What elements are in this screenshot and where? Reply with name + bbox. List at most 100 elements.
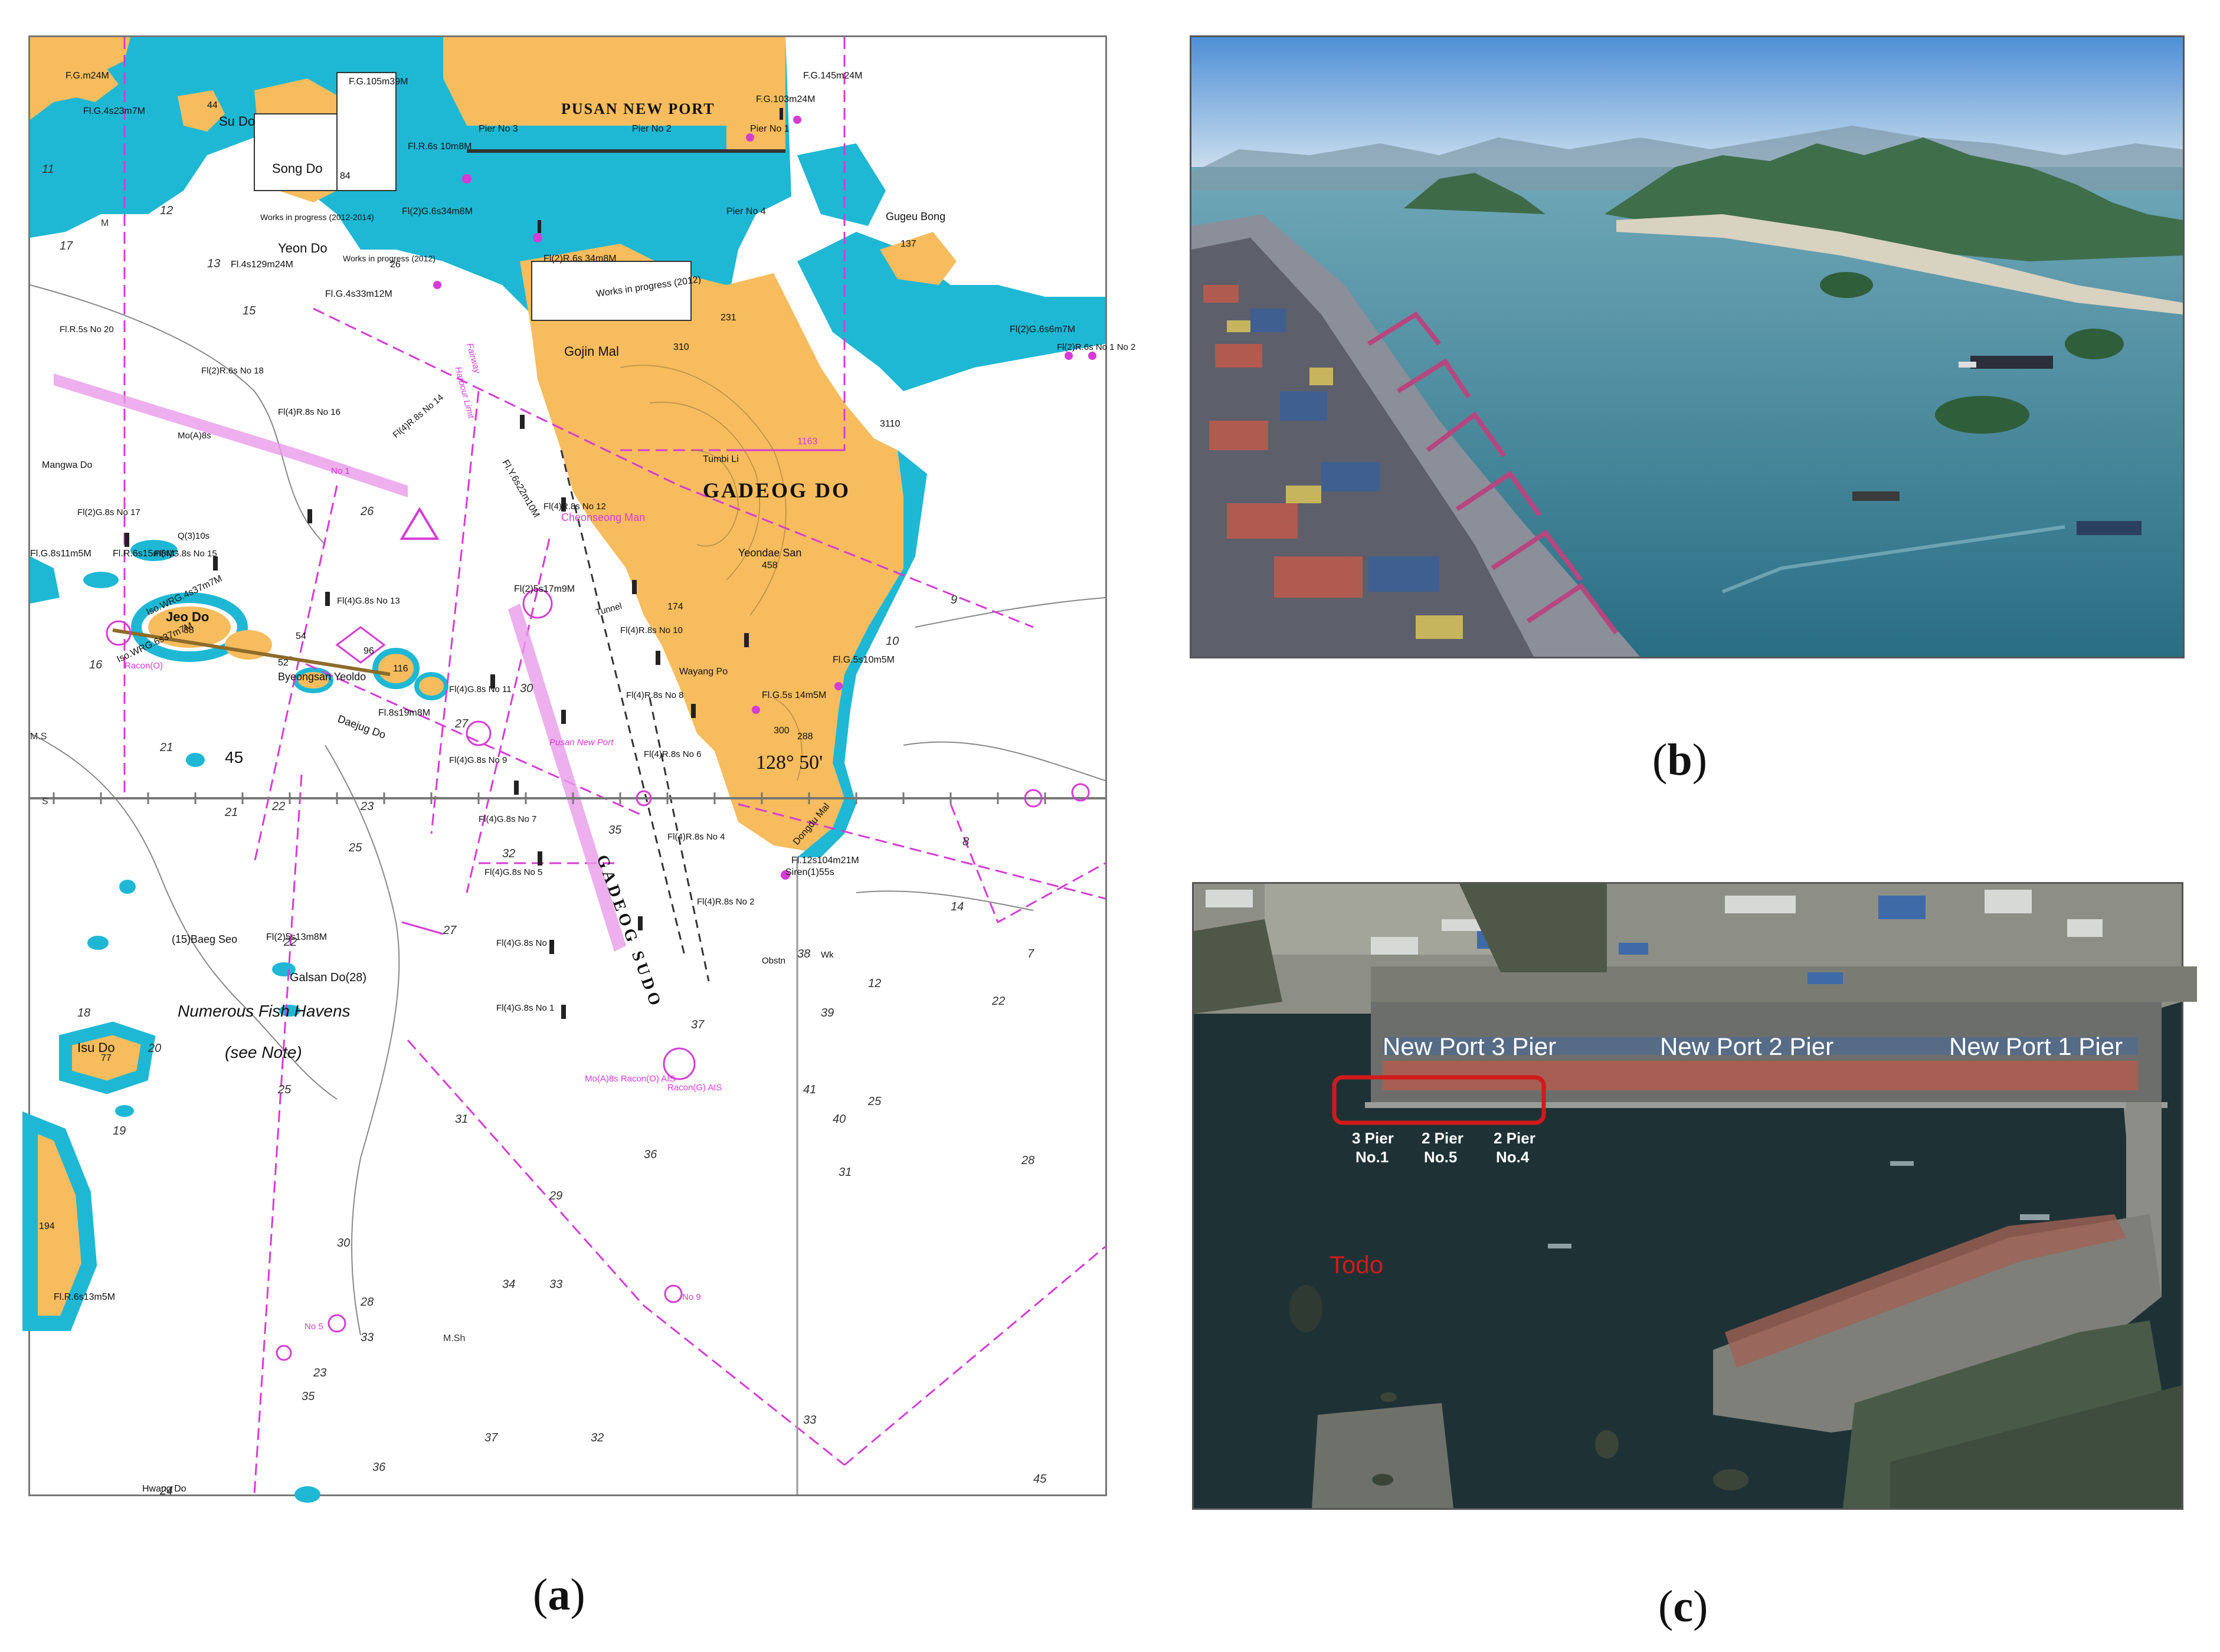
sounding: 32 — [502, 847, 515, 860]
pier-label-1: New Port 1 Pier — [1949, 1032, 2123, 1060]
place-byeongsan: Byeongsan Yeoldo — [278, 671, 366, 683]
works-note-1: Works in progress (2012-2014) — [260, 212, 374, 222]
sounding: 37 — [484, 1431, 498, 1444]
pier-label-3: New Port 3 Pier — [1383, 1032, 1556, 1060]
caption-c-letter: c — [1673, 1582, 1694, 1631]
height-label: 310 — [673, 342, 689, 352]
caption-a-letter: a — [548, 1570, 571, 1620]
buoy-label: Fl(4)R.8s No 6 — [644, 749, 702, 759]
buoy-label: Fl(4)R.8s No 8 — [626, 690, 684, 700]
buoy-label: Racon(O) — [125, 661, 163, 671]
buoy-label: No 1 — [331, 466, 350, 476]
works-note-2: Works in progress (2012) — [343, 254, 436, 263]
buoy-label: Fl(4)G.8s No 9 — [449, 755, 507, 765]
height-label: 231 — [721, 313, 736, 323]
height-label: 88 — [184, 625, 194, 635]
sounding: 11 — [42, 163, 54, 176]
height-label: 288 — [797, 732, 813, 742]
buoy-label: Fl(2)R.6s No 18 — [201, 366, 264, 376]
sounding: 23 — [360, 800, 374, 813]
sounding: 22 — [271, 800, 285, 813]
height-label: 1163 — [797, 437, 818, 447]
buoy-label: Fl(2)G.8s No 17 — [77, 507, 140, 517]
sounding: 24 — [159, 1484, 173, 1497]
berth-label-line2: No.1 — [1355, 1148, 1389, 1166]
light-label: Fl(2)R.6s 34m8M — [543, 254, 617, 264]
sounding: 30 — [337, 1237, 350, 1250]
buoy-label: Fl(4)G.8s No 7 — [479, 814, 536, 824]
sounding: 18 — [77, 1007, 90, 1020]
sounding: 31 — [455, 1113, 468, 1126]
sounding: 39 — [821, 1007, 834, 1020]
berth-label-line1: 2 Pier — [1422, 1129, 1463, 1147]
caption-b-letter: b — [1667, 735, 1692, 785]
sounding: 33 — [549, 1278, 562, 1291]
buoy-label: Fl.R.5s No 20 — [60, 324, 114, 335]
buoy-label: Fl(4)G.8s No 1 — [496, 1003, 554, 1013]
caption-a: (a) — [533, 1570, 585, 1620]
sounding: 28 — [360, 1296, 374, 1309]
nautical-chart-panel: PUSAN NEW PORT GADEOG DO 128° 50' 45 Num… — [22, 35, 1135, 1503]
sounding: 35 — [302, 1390, 315, 1403]
sounding: 7 — [1027, 948, 1034, 961]
buoy-label: Mo(A)8s Racon(O) AIS — [585, 1074, 675, 1084]
buoy-label: Fl(4)G.8s No 13 — [337, 596, 400, 606]
place-cheonseong: Cheonseong Man — [561, 512, 645, 523]
sounding: 12 — [160, 204, 173, 217]
sounding: 14 — [951, 900, 964, 913]
sounding: 27 — [443, 924, 457, 937]
buoy-label: No 5 — [304, 1322, 323, 1332]
sounding: 33 — [803, 1414, 816, 1427]
fish-havens-label: Numerous Fish Havens — [178, 1002, 351, 1020]
caption-c: (c) — [1658, 1582, 1708, 1631]
seabed-label: S — [42, 796, 48, 807]
height-label: 52 — [278, 658, 289, 668]
sounding: 25 — [348, 841, 362, 854]
seabed-label: M.Sh — [443, 1333, 465, 1343]
height-label: 84 — [340, 171, 351, 181]
sounding: 26 — [360, 505, 374, 518]
height-label: 116 — [393, 664, 408, 674]
buoy-label: Fl(4)R.8s No 10 — [620, 625, 683, 635]
sounding: 10 — [886, 635, 899, 648]
berth-label-line1: 2 Pier — [1494, 1129, 1535, 1147]
height-label: 54 — [296, 631, 306, 641]
buoy-label: Fl(4)G.8s No 15 — [154, 549, 217, 559]
place-isu-do: Isu Do — [77, 1040, 115, 1055]
nautical-chart-svg: PUSAN NEW PORT GADEOG DO 128° 50' 45 Num… — [22, 37, 1135, 1503]
sounding: 41 — [803, 1083, 816, 1096]
sounding: 21 — [159, 741, 173, 754]
place-yeondae-san: Yeondae San — [738, 547, 801, 559]
height-label: 137 — [901, 239, 916, 249]
sounding: 19 — [113, 1125, 126, 1138]
light-label: Fl.4s129m24M — [231, 260, 293, 270]
height-label: 77 — [101, 1053, 112, 1063]
buoy-label: Fl(4)G.8s No 5 — [484, 867, 542, 877]
land-isu-do — [59, 1021, 156, 1094]
land-gadeog-do — [520, 244, 903, 851]
buoy-label: Fl(4)G.8s No 11 — [449, 684, 512, 694]
buoy-label: Fl(2)R.6s No 1 No 2 — [1057, 342, 1135, 352]
sounding: 12 — [868, 977, 881, 990]
land-southwest — [22, 1111, 97, 1331]
todo-label: Todo — [1330, 1251, 1383, 1279]
sounding: 36 — [644, 1148, 657, 1161]
buoy-label: Q(3)10s — [178, 531, 209, 541]
light-label: Fl.8s19m8M — [378, 708, 430, 718]
berth-label-line1: 3 Pier — [1352, 1129, 1394, 1147]
place-galsan-do: Galsan Do(28) — [290, 971, 366, 984]
light-label: Fl.G.8s11m5M — [30, 549, 91, 559]
berth-label-line2: No.4 — [1496, 1148, 1530, 1166]
height-label: 458 — [762, 560, 778, 571]
pier-4: Pier No 4 — [726, 206, 766, 217]
see-note-label: (see Note) — [225, 1043, 302, 1061]
light-label: Fl.G.4s33m12M — [325, 289, 392, 299]
island-main-label: GADEOG DO — [703, 478, 850, 502]
sounding: 29 — [549, 1189, 562, 1202]
buoy-label: Mo(A)8s — [178, 431, 211, 441]
sounding: 16 — [89, 658, 103, 671]
height-label: 3110 — [880, 419, 901, 429]
place-tumbi-li: Tumbi Li — [703, 454, 739, 464]
caption-b: (b) — [1652, 735, 1707, 785]
light-label: Fl.R.6s13m5M — [54, 1292, 115, 1302]
